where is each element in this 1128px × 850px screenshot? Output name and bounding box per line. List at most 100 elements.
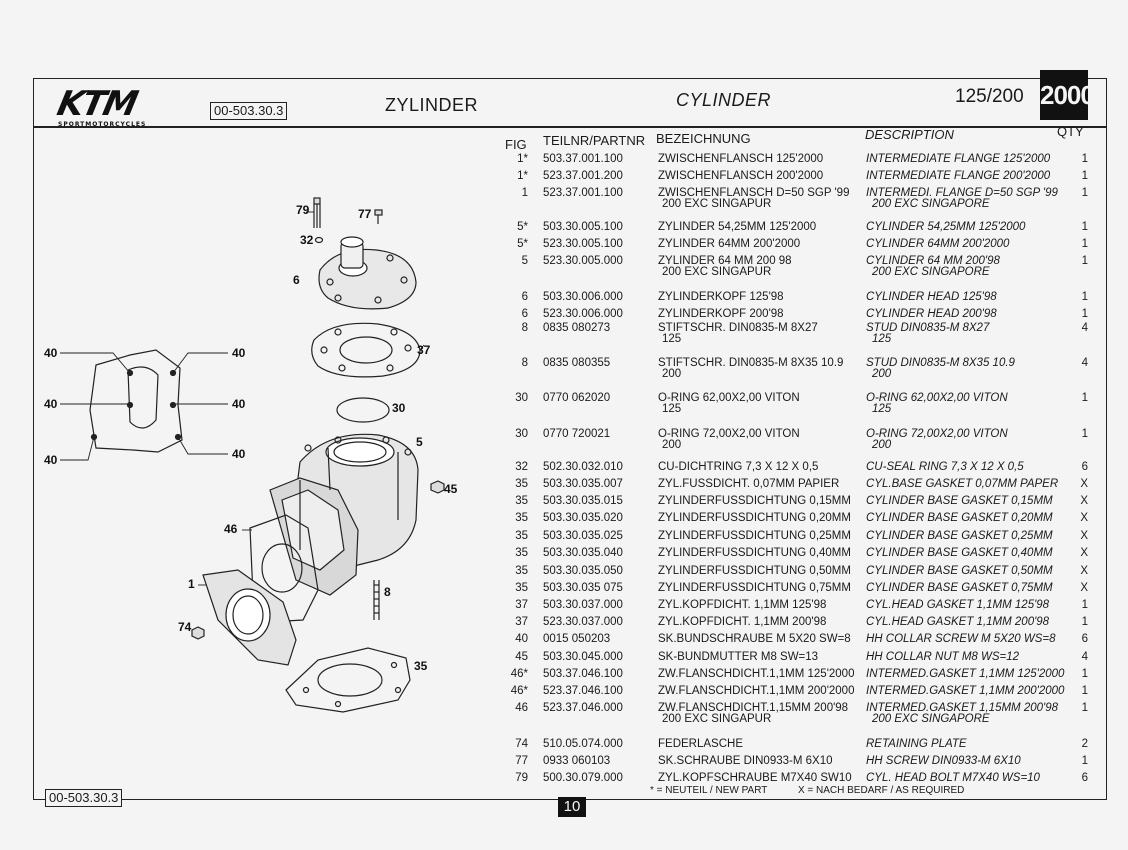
parts-row-english-note: 200 EXC SINGAPORE	[872, 713, 990, 725]
parts-row-fig: 6	[521, 291, 528, 303]
parts-row-partnumber: 510.05.074.000	[543, 738, 623, 750]
title-english: CYLINDER	[676, 90, 772, 110]
parts-row-german: SK.BUNDSCHRAUBE M 5X20 SW=8	[658, 633, 851, 645]
parts-row-qty: X	[1080, 512, 1088, 524]
parts-row-german: ZWISCHENFLANSCH 200'2000	[658, 170, 824, 182]
callout-74: 74	[178, 620, 192, 634]
parts-row-fig: 30	[515, 428, 528, 440]
parts-row-qty: 6	[1081, 633, 1088, 645]
parts-row-partnumber: 523.30.005.100	[543, 238, 623, 250]
cylinder-head-bolt-part	[313, 197, 321, 228]
base-gasket-part	[285, 647, 411, 713]
parts-row-partnumber: 503.30.005.100	[543, 221, 623, 233]
parts-row-qty: 1	[1081, 238, 1088, 250]
head-gasket-part	[311, 322, 421, 378]
parts-row-qty: 1	[1081, 616, 1088, 628]
parts-row-english: HH SCREW DIN0933-M 6X10	[866, 755, 1021, 767]
parts-row-english: STUD DIN0835-M 8X27	[866, 322, 990, 334]
parts-row-partnumber: 503.30.035.040	[543, 547, 623, 559]
parts-row-fig: 5*	[517, 221, 528, 233]
parts-row-german: STIFTSCHR. DIN0835-M 8X35 10.9	[658, 357, 844, 369]
o-ring-part	[336, 397, 390, 423]
parts-row-fig: 1	[521, 187, 528, 199]
parts-row-german: ZYL.KOPFDICHT. 1,1MM 200'98	[658, 616, 827, 628]
callout-40-bottom-right: 40	[232, 447, 246, 461]
parts-row-partnumber: 0770 062020	[543, 392, 611, 404]
parts-row-partnumber: 0835 080355	[543, 357, 611, 369]
parts-row-german: ZYL.FUSSDICHT. 0,07MM PAPIER	[658, 478, 840, 490]
parts-row-german: O-RING 62,00X2,00 VITON	[658, 392, 800, 404]
parts-row-english: CYLINDER BASE GASKET 0,75MM	[866, 582, 1053, 594]
flange-cover-part	[89, 349, 183, 453]
parts-row-english: CYLINDER BASE GASKET 0,25MM	[866, 530, 1053, 542]
callout-40-top-left: 40	[44, 346, 58, 360]
parts-row-qty: 1	[1081, 755, 1088, 767]
parts-row-partnumber: 0015 050203	[543, 633, 611, 645]
parts-row-german: ZYLINDER 54,25MM 125'2000	[658, 221, 817, 233]
parts-row-partnumber: 503.30.035 075	[543, 582, 623, 594]
parts-row-english-note: 125	[872, 333, 892, 345]
legend-new-part: * = NEUTEIL / NEW PART	[650, 785, 768, 796]
cylinder-part	[269, 433, 419, 596]
parts-row-fig: 74	[515, 738, 528, 750]
parts-row-german: ZWISCHENFLANSCH D=50 SGP '99	[658, 187, 850, 199]
parts-row-german-note: 200 EXC SINGAPUR	[662, 713, 772, 725]
parts-row-fig: 35	[515, 565, 528, 577]
legend-as-required: X = NACH BEDARF / AS REQUIRED	[797, 785, 965, 796]
parts-row-qty: X	[1080, 547, 1088, 559]
parts-row-partnumber: 503.37.046.100	[543, 668, 623, 680]
parts-row-german: SK.SCHRAUBE DIN0933-M 6X10	[658, 755, 833, 767]
parts-row-qty: 1	[1081, 291, 1088, 303]
collar-nut-part	[430, 480, 445, 494]
parts-row-german: ZYLINDERFUSSDICHTUNG 0,75MM	[658, 582, 851, 594]
callout-46: 46	[224, 522, 238, 536]
parts-row-german: ZYLINDER 64 MM 200 98	[658, 255, 792, 267]
parts-row-german: ZW.FLANSCHDICHT.1,1MM 125'2000	[658, 668, 855, 680]
parts-row-english: CU-SEAL RING 7,3 X 12 X 0,5	[866, 461, 1024, 473]
brand-mark: KTM	[53, 84, 140, 124]
parts-row-german-note: 200	[662, 439, 682, 451]
parts-row-german-note: 200 EXC SINGAPUR	[662, 198, 772, 210]
parts-row-german: ZW.FLANSCHDICHT.1,15MM 200'98	[658, 702, 849, 714]
parts-row-partnumber: 523.30.006.000	[543, 308, 623, 320]
col-partnr: TEILNR/PARTNR	[543, 133, 646, 148]
parts-row-fig: 46*	[510, 685, 528, 697]
parts-row-english: CYLINDER BASE GASKET 0,50MM	[866, 565, 1053, 577]
parts-row-german: STIFTSCHR. DIN0835-M 8X27	[658, 322, 818, 334]
exploded-view-diagram: 79 77 32 6 37 30 5 45 46 1 8 74 35 40 40…	[44, 197, 458, 713]
parts-row-partnumber: 523.30.037.000	[543, 616, 623, 628]
callout-40-mid-right: 40	[232, 397, 246, 411]
parts-row-german: SK-BUNDMUTTER M8 SW=13	[658, 651, 819, 663]
parts-row-partnumber: 0835 080273	[543, 322, 611, 334]
parts-row-fig: 35	[515, 582, 528, 594]
doc-number-footer: 00-503.30.3	[45, 789, 123, 807]
callout-30: 30	[392, 401, 406, 415]
parts-row-qty: 1	[1081, 392, 1088, 404]
parts-row-qty: 1	[1081, 599, 1088, 611]
parts-row-english: STUD DIN0835-M 8X35 10.9	[866, 357, 1015, 369]
callout-37: 37	[417, 343, 431, 357]
hex-screw-part	[374, 209, 383, 224]
parts-row-fig: 6	[521, 308, 528, 320]
parts-row-fig: 35	[515, 547, 528, 559]
parts-row-english-note: 200 EXC SINGAPORE	[872, 198, 990, 210]
parts-row-qty: 1	[1081, 153, 1088, 165]
parts-row-german-note: 125	[662, 333, 682, 345]
parts-row-qty: 1	[1081, 221, 1088, 233]
parts-row-qty: X	[1080, 582, 1088, 594]
parts-row-fig: 1*	[517, 170, 528, 182]
parts-row-english: CYL.BASE GASKET 0,07MM PAPER	[866, 478, 1059, 490]
parts-row-qty: X	[1080, 495, 1088, 507]
parts-row-partnumber: 503.37.001.100	[543, 153, 623, 165]
parts-row-partnumber: 503.30.037.000	[543, 599, 623, 611]
callout-6: 6	[293, 273, 300, 287]
col-description: DESCRIPTION	[865, 127, 954, 142]
parts-row-fig: 35	[515, 530, 528, 542]
parts-row-english-note: 200	[872, 368, 892, 380]
leader-lines-40	[60, 352, 228, 461]
parts-row-fig: 45	[515, 651, 528, 663]
parts-row-fig: 35	[515, 512, 528, 524]
parts-row-fig: 32	[515, 461, 528, 473]
parts-row-german: ZYLINDERKOPF 200'98	[658, 308, 784, 320]
parts-row-fig: 5	[521, 255, 528, 267]
